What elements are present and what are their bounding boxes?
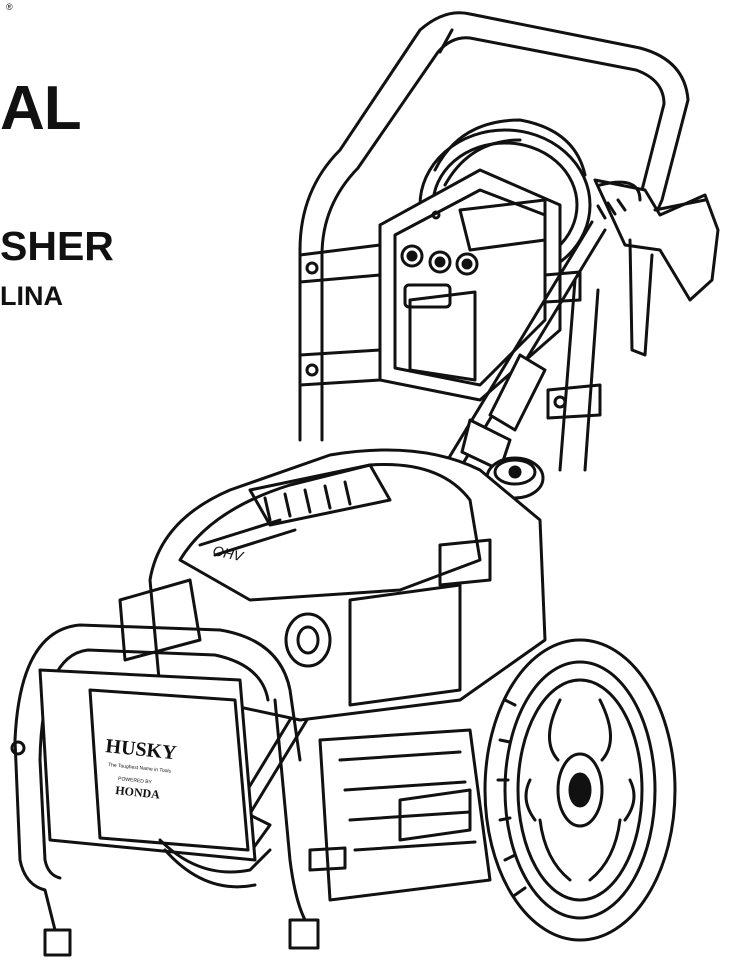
powered-by-label: POWERED BY	[118, 776, 153, 786]
wheel-left	[158, 838, 272, 889]
spray-wand	[223, 220, 607, 852]
engine-label: OHV	[211, 542, 246, 564]
frame-brackets	[298, 243, 602, 420]
handle-frame	[298, 11, 690, 472]
spray-gun	[593, 178, 720, 357]
pump	[308, 728, 492, 902]
front-frame	[10, 623, 320, 957]
product-name-fragment: SHER	[0, 223, 114, 269]
wheel-right	[483, 638, 677, 942]
registered-mark: ®	[6, 2, 13, 12]
manual-title-fragment: AL	[0, 74, 82, 143]
control-panel	[378, 168, 562, 402]
engine	[118, 448, 547, 722]
engine-brand-logo: HONDA	[115, 783, 161, 802]
product-name-fragment-2: LINA	[0, 281, 63, 311]
